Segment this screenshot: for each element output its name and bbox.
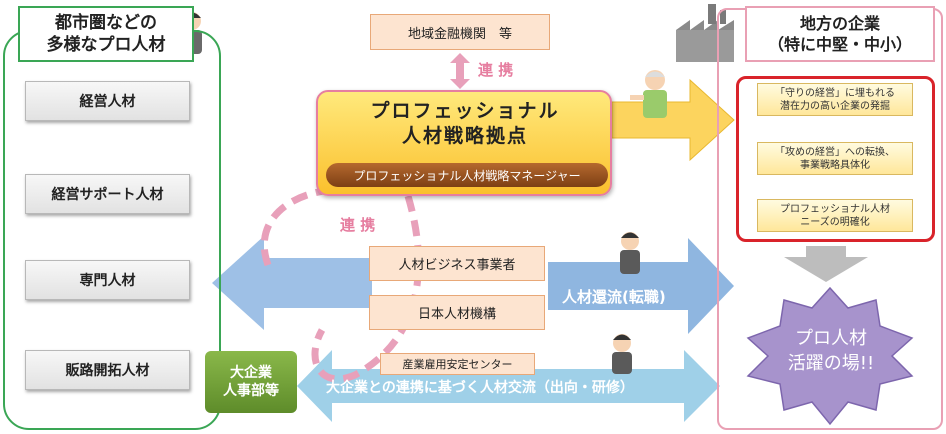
person-icon-bottom (612, 334, 632, 374)
return-arrow-left (212, 236, 372, 330)
partnership-dashed-curve (260, 185, 356, 267)
talent-item-management: 経営人材 (25, 81, 190, 121)
right-title-line1: 地方の企業 (799, 14, 880, 33)
stage-burst (746, 286, 914, 426)
hub-title-line2: 人材戦略拠点 (401, 125, 528, 147)
hub-title: プロフェッショナル 人材戦略拠点 (330, 98, 600, 150)
exchange-double-arrow (297, 350, 720, 422)
stage-text: プロ人材 活躍の場!! (772, 322, 890, 380)
left-title-line2: 多様なプロ人材 (46, 35, 166, 55)
step2-line2: 事業戦略具体化 (800, 159, 870, 171)
stage-line1: プロ人材 (795, 328, 867, 349)
renkei-vertical-arrow (450, 53, 470, 89)
right-title-line2: （特に中堅・中小） (767, 35, 912, 54)
person-icon-middle (620, 232, 640, 274)
corp-line2: 人事部等 (223, 383, 279, 399)
step1-line1: 「守りの経営」に埋もれる (775, 87, 895, 99)
step3-line1: プロフェッショナル人材 (780, 203, 890, 215)
regional-finance-box: 地域金融機関 等 (370, 14, 550, 50)
step1-line2: 潜在力の高い企業の発掘 (780, 100, 890, 112)
hub-to-region-arrow (611, 78, 735, 162)
left-title-line1: 都市圏などの (55, 13, 157, 33)
exchange-label: 大企業との連携に基づく人材交流（出向・研修） (326, 380, 634, 396)
left-panel-title: 都市圏などの 多様なプロ人材 (18, 6, 194, 62)
corp-line1: 大企業 (230, 365, 272, 381)
talent-item-management-support: 経営サポート人材 (25, 174, 190, 214)
step-discover: 「守りの経営」に埋もれる 潜在力の高い企業の発掘 (757, 83, 913, 116)
down-arrow (784, 246, 868, 282)
org-japan-hr: 日本人材機構 (369, 295, 545, 330)
right-panel-title: 地方の企業 （特に中堅・中小） (745, 6, 935, 62)
org-hr-business: 人材ビジネス事業者 (369, 246, 545, 281)
talent-item-sales: 販路開拓人材 (25, 350, 190, 390)
stage-line2: 活躍の場!! (787, 353, 875, 374)
step3-line2: ニーズの明確化 (800, 216, 870, 228)
talent-flow-arrow (548, 238, 734, 334)
renkei-label-top: 連 携 (478, 61, 514, 79)
renkei-label-middle: 連 携 (340, 216, 376, 234)
talent-flow-label: 人材還流(転職) (562, 288, 666, 306)
step-needs: プロフェッショナル人材 ニーズの明確化 (757, 199, 913, 232)
org-employment-center: 産業雇用安定センター (380, 353, 535, 375)
step2-line1: 「攻めの経営」への転換、 (775, 146, 895, 158)
hub-title-line1: プロフェッショナル (370, 100, 560, 122)
hub-manager-label: プロフェッショナル人材戦略マネージャー (326, 163, 608, 187)
corp-hr-box: 大企業 人事部等 (205, 351, 297, 413)
talent-item-specialist: 専門人材 (25, 260, 190, 300)
person-icon-manager (630, 70, 667, 118)
step-strategy: 「攻めの経営」への転換、 事業戦略具体化 (757, 142, 913, 175)
